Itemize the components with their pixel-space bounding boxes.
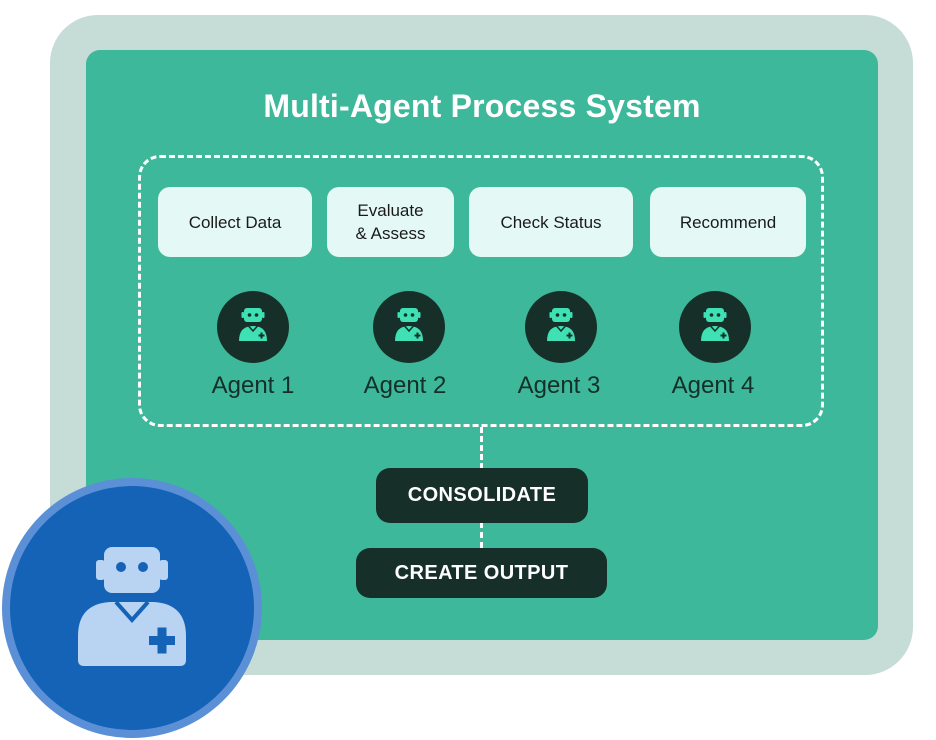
consolidate-step: CONSOLIDATE [376,468,588,523]
agent-2-avatar [373,291,445,363]
robot-doctor-icon [239,308,267,341]
task-evaluate-assess: Evaluate & Assess [327,187,454,257]
main-avatar [10,486,254,730]
task-label: Check Status [500,212,602,232]
diagram-title: Multi-Agent Process System [263,88,701,124]
task-label: Evaluate & Assess [355,201,426,243]
robot-doctor-icon [78,547,186,666]
agent-4-avatar [679,291,751,363]
agent-3-avatar [525,291,597,363]
connector-line [480,522,483,548]
task-collect-data: Collect Data [158,187,312,257]
task-label: Collect Data [188,212,282,232]
robot-doctor-icon [701,308,729,341]
task-label: Recommend [679,212,777,232]
robot-doctor-icon [547,308,575,341]
connector-line [480,427,483,469]
task-check-status: Check Status [469,187,633,257]
agent-2-label: Agent 2 [363,372,447,399]
agent-1-avatar [217,291,289,363]
agent-group-boundary [138,155,824,427]
task-recommend: Recommend [650,187,806,257]
agent-1-label: Agent 1 [211,372,295,399]
create-output-step: CREATE OUTPUT [356,548,607,598]
robot-doctor-icon [395,308,423,341]
agent-3-label: Agent 3 [517,372,601,399]
agent-4-label: Agent 4 [671,372,755,399]
